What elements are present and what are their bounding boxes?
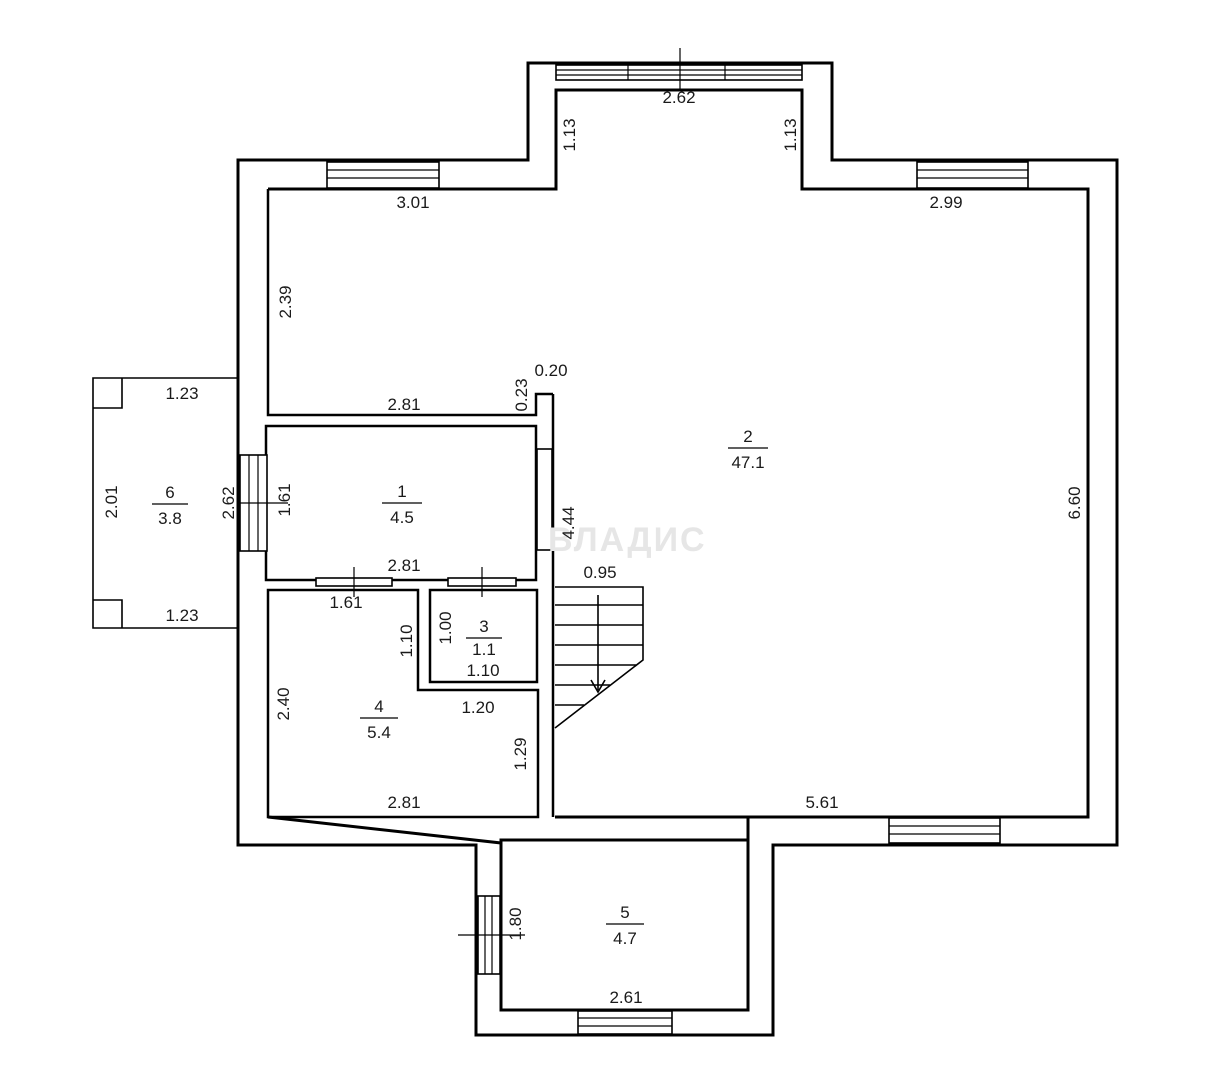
room-label-5: 5 4.7 — [606, 903, 644, 948]
room-label-3: 3 1.1 — [466, 617, 502, 659]
door-room4 — [315, 567, 393, 597]
dim-porch-h: 2.01 — [102, 485, 121, 518]
porch-wall — [92, 377, 238, 629]
svg-text:5.4: 5.4 — [367, 723, 391, 742]
staircase — [554, 586, 644, 729]
dim-room1-h: 1.61 — [275, 483, 294, 516]
porch-post-top — [93, 378, 123, 409]
dim-porch-top: 1.23 — [165, 384, 198, 403]
door-room3 — [447, 567, 517, 597]
svg-text:1: 1 — [397, 482, 406, 501]
door-room1-corridor — [536, 448, 553, 551]
window-top-right — [916, 161, 1029, 189]
porch-post-bottom — [93, 599, 123, 628]
room4-wall — [266, 588, 540, 819]
dim-room5-w: 2.61 — [609, 988, 642, 1007]
room-label-4: 4 5.4 — [360, 697, 398, 742]
dim-wall-stub-w: 0.20 — [534, 361, 567, 380]
svg-text:47.1: 47.1 — [731, 453, 764, 472]
outer-wall-inner-outline — [268, 88, 1090, 819]
svg-text:3: 3 — [479, 617, 488, 636]
dim-stair-w: 0.95 — [583, 563, 616, 582]
svg-text:2: 2 — [743, 427, 752, 446]
dim-top-left-wall: 3.01 — [396, 193, 429, 212]
watermark-text: ВЛАДИС — [548, 521, 707, 559]
dim-bay-top: 2.62 — [662, 88, 695, 107]
dim-bottom-right: 5.61 — [805, 793, 838, 812]
room-label-6: 6 3.8 — [152, 483, 188, 528]
dim-room5-h: 1.80 — [506, 907, 525, 940]
dim-room1-door: 1.61 — [329, 593, 362, 612]
room-label-2: 2 47.1 — [728, 427, 768, 472]
door-room5 — [458, 895, 525, 975]
dim-wall-stub-h: 0.23 — [512, 378, 531, 411]
dim-partition-width: 2.81 — [387, 395, 420, 414]
dim-room4-inner: 1.20 — [461, 698, 494, 717]
dim-bay-right: 1.13 — [781, 118, 800, 151]
dim-room4-h: 2.40 — [274, 687, 293, 720]
outer-wall-outer-line — [236, 61, 1119, 1037]
dim-porch-door: 2.62 — [219, 486, 238, 519]
room3-wall — [428, 588, 539, 684]
room5-wall — [499, 838, 750, 1012]
partition-upper — [266, 189, 553, 417]
svg-text:1.1: 1.1 — [472, 640, 496, 659]
dim-porch-bottom: 1.23 — [165, 606, 198, 625]
dim-room1-bottom: 2.81 — [387, 556, 420, 575]
door-porch — [239, 454, 288, 552]
dim-bay-left: 1.13 — [560, 118, 579, 151]
svg-text:5: 5 — [620, 903, 629, 922]
dim-left-upper: 2.39 — [276, 285, 295, 318]
dim-room3-h1: 1.10 — [397, 624, 416, 657]
window-bay-top — [555, 48, 803, 90]
window-bottom-right — [888, 817, 1001, 844]
window-top-left — [326, 161, 440, 189]
dim-room4-side: 1.29 — [511, 737, 530, 770]
dim-room3-h2: 1.00 — [436, 611, 455, 644]
svg-text:4.5: 4.5 — [390, 508, 414, 527]
dim-room4-bottom: 2.81 — [387, 793, 420, 812]
window-room5-bottom — [577, 1010, 673, 1035]
dim-top-right-wall: 2.99 — [929, 193, 962, 212]
svg-text:3.8: 3.8 — [158, 509, 182, 528]
svg-text:6: 6 — [165, 483, 174, 502]
dim-room3-w: 1.10 — [466, 661, 499, 680]
room-label-1: 1 4.5 — [382, 482, 422, 527]
svg-text:4: 4 — [374, 697, 383, 716]
svg-text:4.7: 4.7 — [613, 929, 637, 948]
dim-corridor-h: 4.44 — [559, 506, 578, 539]
dim-right-total: 6.60 — [1065, 486, 1084, 519]
